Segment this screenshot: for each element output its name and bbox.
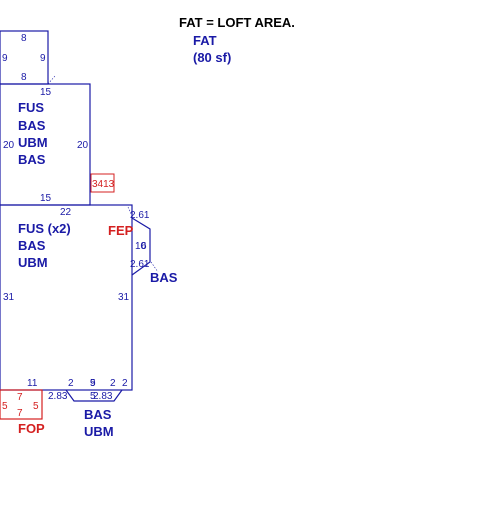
bottom-bay-label-2: UBM	[84, 424, 114, 439]
red-tag-text: 3413	[92, 179, 115, 190]
main-dim-bottom-f: 2	[122, 378, 128, 389]
bottom-bay-dim-front: 5	[90, 391, 96, 402]
main-dim-top: 22	[60, 207, 72, 218]
main-label-3: UBM	[18, 255, 48, 270]
bay-outline	[131, 217, 151, 276]
bay-dim-diag-top: 2.61	[130, 210, 150, 221]
middle-dim-top: 15	[40, 87, 52, 98]
note-code: FAT	[193, 33, 217, 48]
middle-label-1: FUS	[18, 100, 44, 115]
middle-dim-right: 20	[77, 140, 89, 151]
bay-dim-side: 6	[141, 241, 147, 252]
bottom-bay-dim-right: 2.83	[93, 391, 113, 402]
loft-dim-right: 9	[40, 53, 46, 64]
bay-dim-diag-bottom: 2.61	[130, 259, 150, 270]
bay-connector-bottom	[150, 261, 159, 273]
note-area: (80 sf)	[193, 50, 231, 65]
main-dim-bottom-a: 11	[27, 378, 38, 389]
main-label-1: FUS (x2)	[18, 221, 71, 236]
loft-dim-bottom: 8	[21, 72, 27, 83]
main-dim-right: 31	[118, 292, 130, 303]
porch-dim-bottom: 7	[17, 408, 23, 419]
main-dim-bottom-b: 2	[68, 378, 74, 389]
fep-label: FEP	[108, 223, 134, 238]
main-dim-bottom-c: 5	[90, 378, 96, 389]
bay-dim-front: 10	[135, 241, 147, 252]
middle-label-3: UBM	[18, 135, 48, 150]
bay-connector-top	[127, 206, 134, 219]
loft-dim-top: 8	[21, 33, 27, 44]
note-title: FAT = LOFT AREA.	[179, 15, 295, 30]
bottom-bay-dim-left: 2.83	[48, 391, 68, 402]
main-dim-bottom-e: 2	[110, 378, 116, 389]
bay-label: BAS	[150, 270, 178, 285]
porch-dim-top: 7	[17, 392, 23, 403]
loft-dim-left: 9	[2, 53, 8, 64]
bottom-bay-label-1: BAS	[84, 407, 112, 422]
middle-dim-bottom: 15	[40, 193, 52, 204]
main-dim-bottom-d: 9	[90, 378, 96, 389]
main-dim-left: 31	[3, 292, 15, 303]
bottom-bay-outline	[65, 389, 123, 402]
porch-label: FOP	[18, 421, 45, 436]
middle-dim-left: 20	[3, 140, 15, 151]
porch-outline	[0, 389, 43, 420]
middle-label-4: BAS	[18, 152, 46, 167]
porch-dim-right: 5	[33, 401, 39, 412]
middle-label-2: BAS	[18, 118, 46, 133]
porch-dim-left: 5	[2, 401, 8, 412]
main-label-2: BAS	[18, 238, 46, 253]
loft-connector	[47, 75, 56, 85]
red-tag-box	[90, 173, 115, 193]
